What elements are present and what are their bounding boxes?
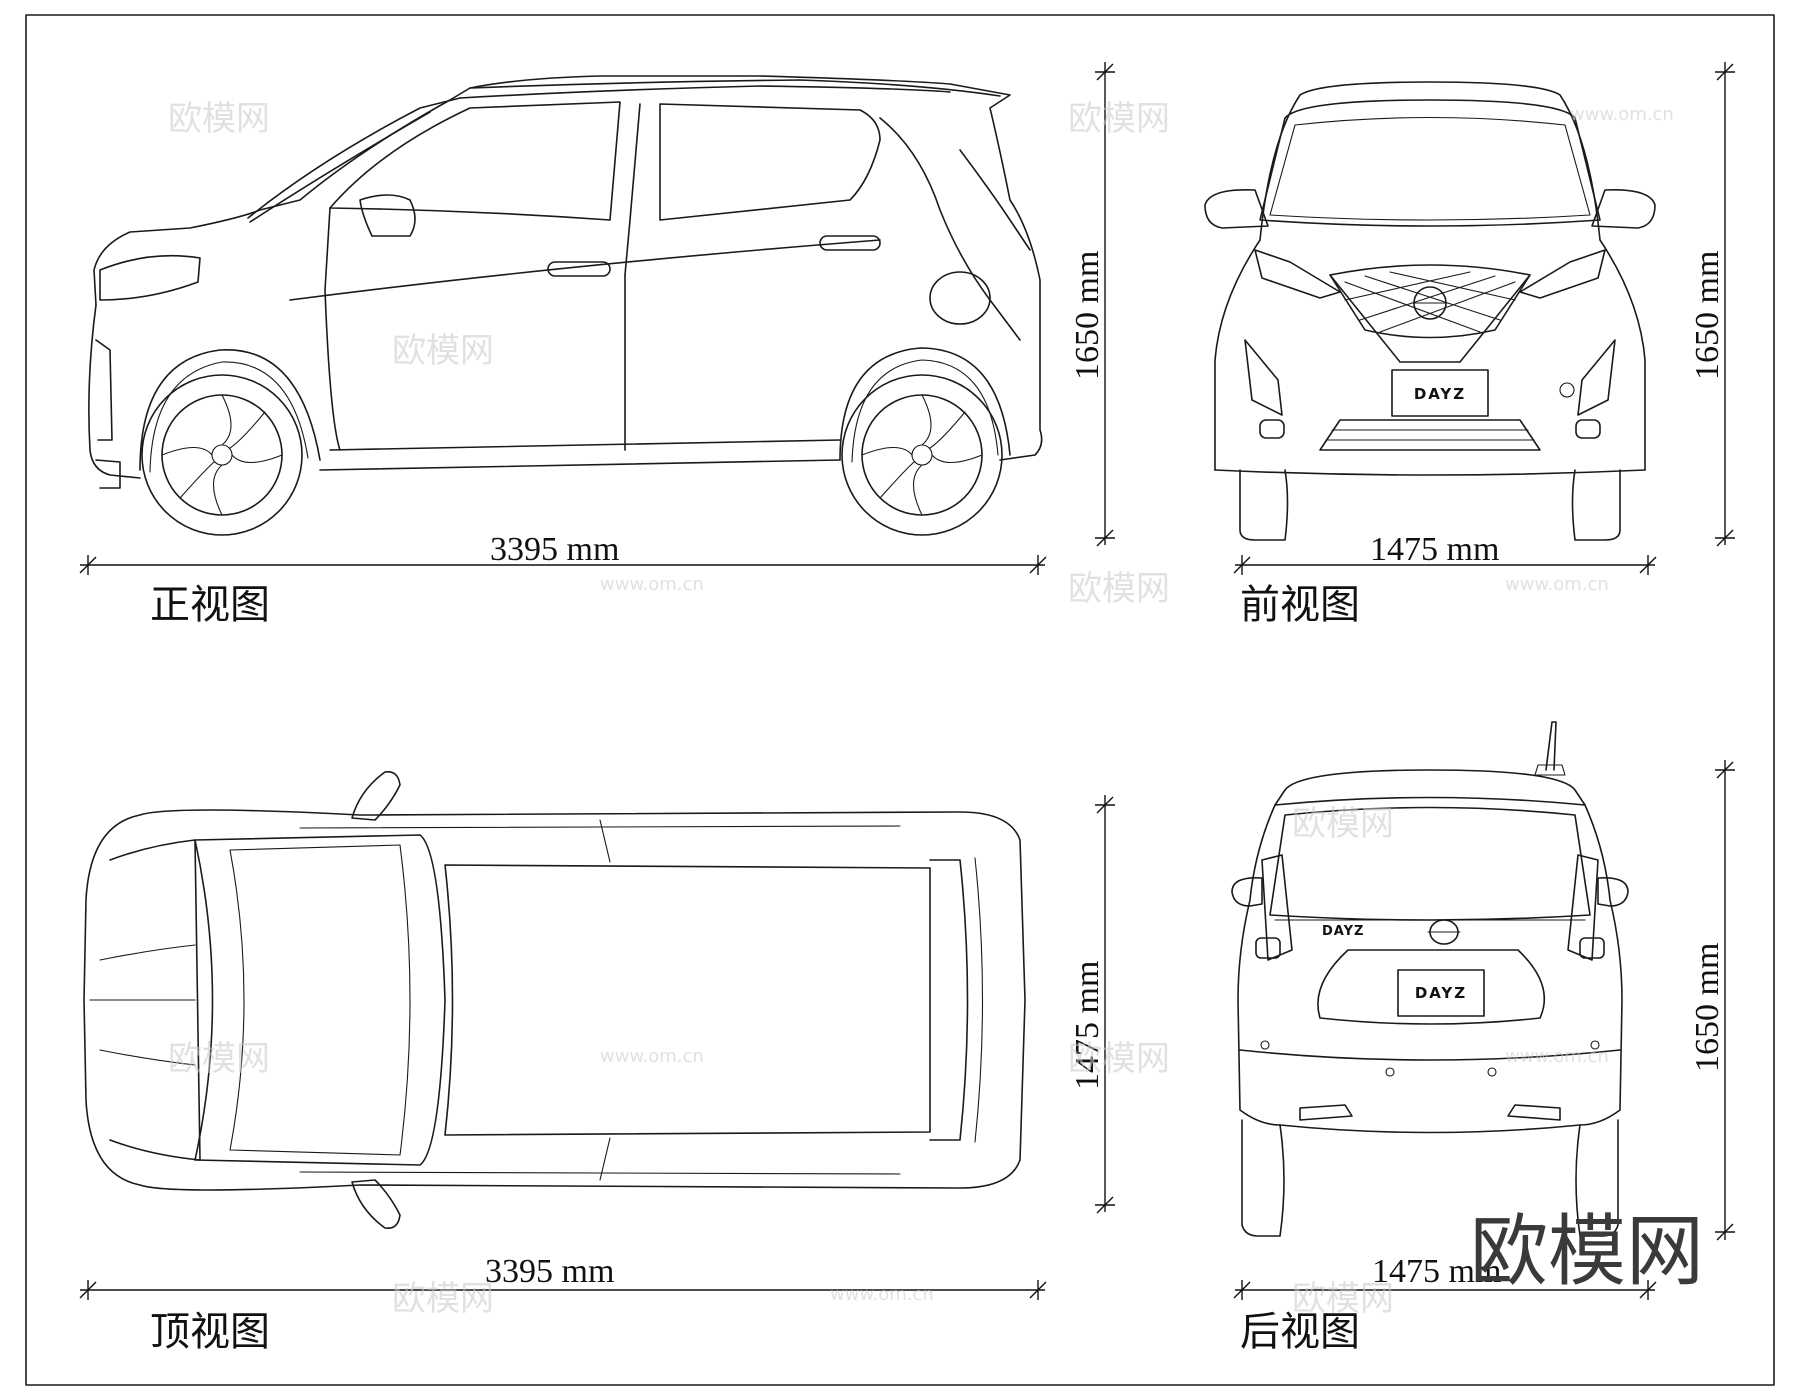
watermark-brand: 欧模网 [168, 99, 270, 139]
watermark-brand: 欧模网 [1068, 1039, 1170, 1079]
watermark-brand: 欧模网 [1068, 569, 1170, 609]
side-front-wheel [141, 374, 303, 536]
watermark-site: www.om.cn [1570, 104, 1674, 125]
side-view-drawing [88, 75, 1043, 489]
watermark-brand: 欧模网 [392, 331, 494, 371]
watermark-brand: 欧模网 [1068, 99, 1170, 139]
side-height-dimension: 1650 mm [1069, 62, 1115, 547]
watermark-site: www.om.cn [600, 574, 704, 595]
watermark-brand: 欧模网 [392, 1279, 494, 1319]
top-length-dimension: 3395 mm [79, 1253, 1047, 1300]
top-view-drawing [83, 770, 1026, 1230]
watermark-brand: 欧模网 [1292, 1279, 1394, 1319]
side-view-caption: 正视图 [150, 582, 270, 628]
top-view-caption: 顶视图 [150, 1309, 270, 1355]
side-length-label: 3395 mm [490, 531, 619, 568]
watermark-site: www.om.cn [830, 1284, 934, 1305]
watermark-brand: 欧模网 [1292, 804, 1394, 844]
front-view-caption: 前视图 [1240, 582, 1360, 628]
watermark-site: www.om.cn [1505, 574, 1609, 595]
side-height-label: 1650 mm [1069, 251, 1106, 380]
rear-height-label: 1650 mm [1689, 943, 1726, 1072]
top-width-dimension: 1475 mm [1069, 795, 1115, 1214]
watermark-layer: 欧模网 欧模网 欧模网 欧模网 欧模网 欧模网 欧模网 欧模网 欧模网 www.… [168, 99, 1704, 1319]
rear-view-drawing: DAYZ DAYZ [1231, 721, 1629, 1237]
rear-script-badge: DAYZ [1322, 924, 1364, 939]
side-length-dimension: 3395 mm [79, 531, 1047, 575]
rear-badge: DAYZ [1415, 984, 1467, 1002]
watermark-brand-large: 欧模网 [1470, 1207, 1704, 1297]
front-width-dimension: 1475 mm [1233, 531, 1657, 575]
side-rear-wheel [841, 374, 1003, 536]
rear-width-label: 1475 mm [1372, 1253, 1501, 1290]
top-length-label: 3395 mm [485, 1253, 614, 1290]
watermark-site: www.om.cn [1505, 1046, 1609, 1067]
rear-height-dimension: 1650 mm [1689, 760, 1735, 1241]
watermark-site: www.om.cn [600, 1046, 704, 1067]
sheet-frame [25, 14, 1775, 1386]
rear-width-dimension: 1475 mm [1233, 1253, 1657, 1300]
watermark-brand: 欧模网 [168, 1039, 270, 1079]
front-view-drawing: DAYZ [1204, 81, 1656, 541]
front-width-label: 1475 mm [1370, 531, 1499, 568]
front-height-dimension: 1650 mm [1689, 62, 1735, 547]
front-height-label: 1650 mm [1689, 251, 1726, 380]
front-badge: DAYZ [1414, 385, 1466, 403]
top-width-label: 1475 mm [1069, 961, 1106, 1090]
rear-view-caption: 后视图 [1240, 1309, 1360, 1355]
